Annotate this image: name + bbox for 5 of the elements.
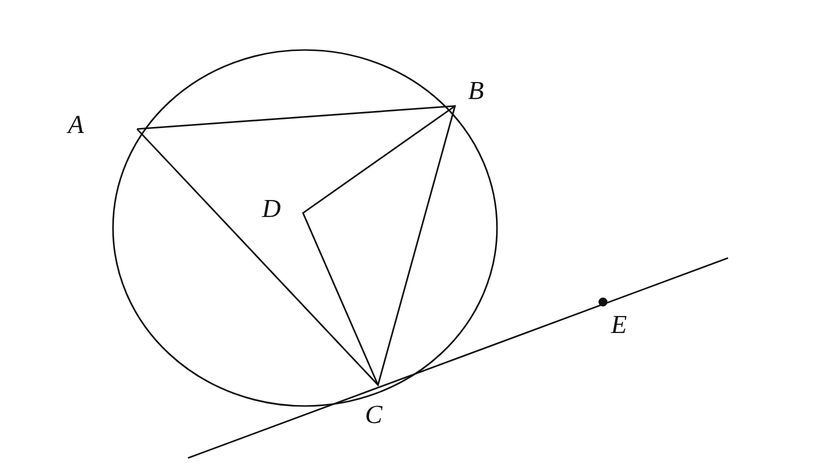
point-label: E <box>611 312 627 338</box>
point-label: C <box>365 402 382 428</box>
point-label: A <box>68 112 84 138</box>
point-label: B <box>468 78 484 104</box>
point-label: D <box>262 196 281 222</box>
